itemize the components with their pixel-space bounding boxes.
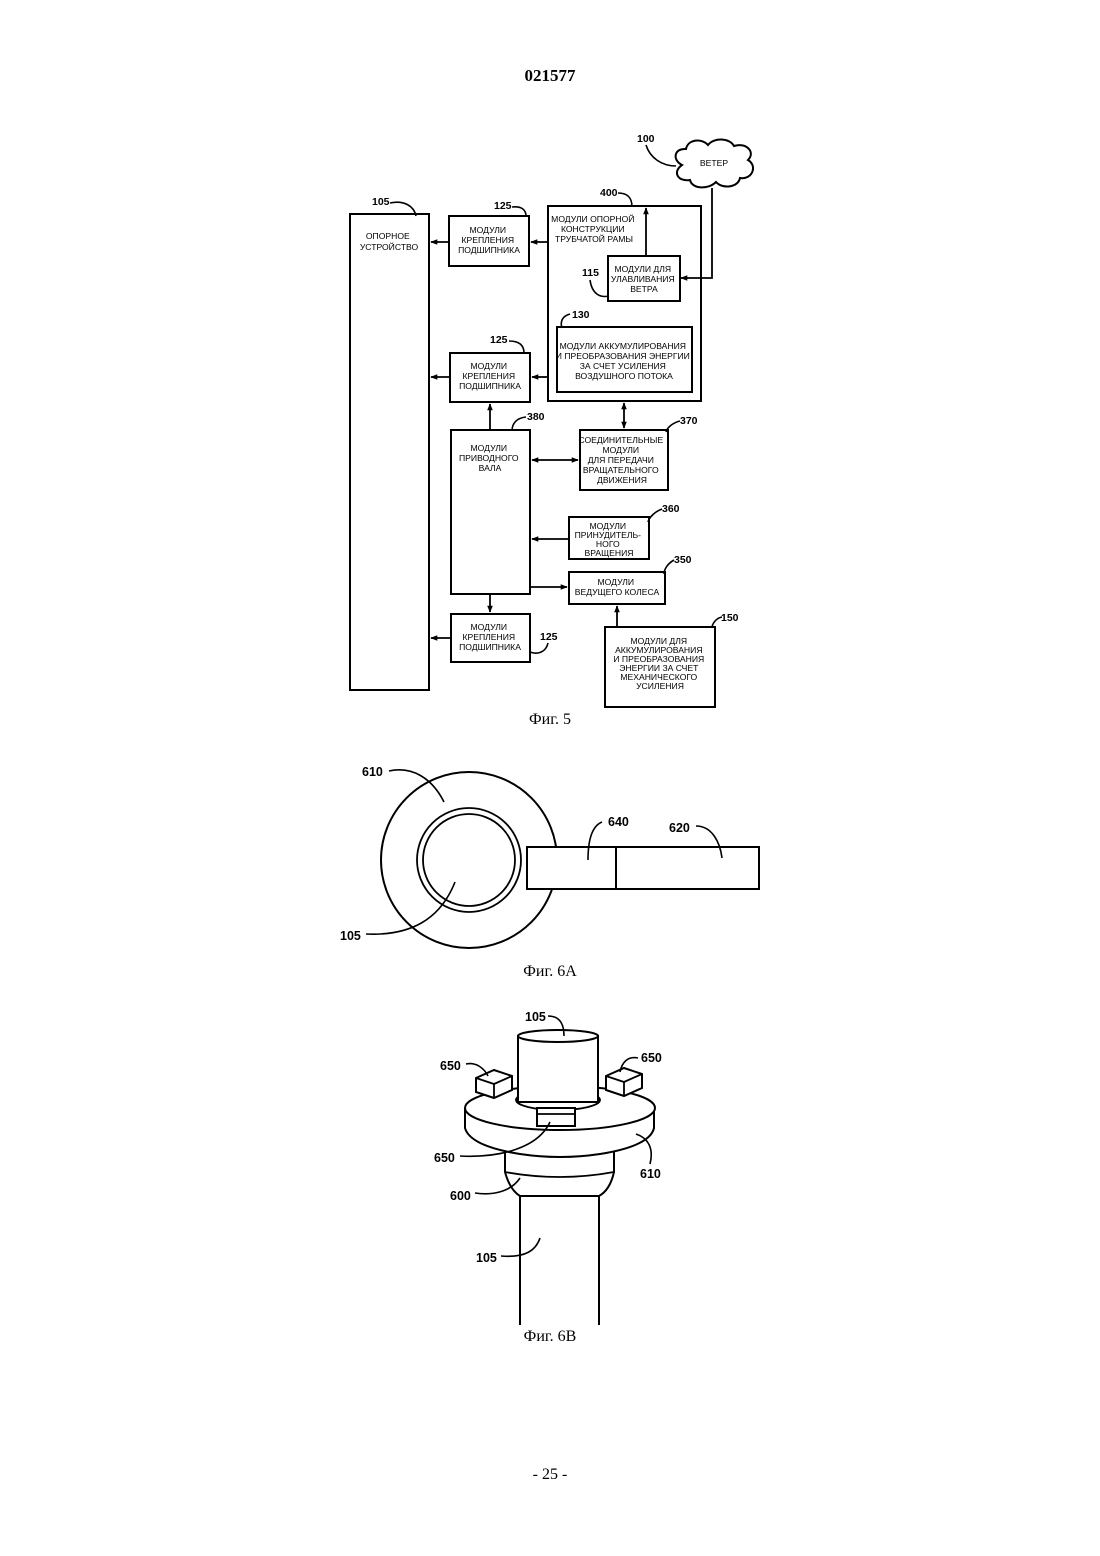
- ref-650-left: 650: [440, 1059, 461, 1073]
- shaft-105: [520, 1195, 599, 1325]
- support-device-block: [350, 214, 429, 690]
- ref-600: 600: [450, 1189, 471, 1203]
- ref-370: 370: [680, 415, 698, 427]
- ref-650-front: 650: [434, 1151, 455, 1165]
- ref-610-6a: 610: [362, 765, 383, 779]
- ref-125-bot: 125: [540, 631, 558, 643]
- fig6a-caption: Фиг. 6А: [0, 963, 1100, 981]
- ref-150: 150: [721, 612, 739, 624]
- ref-105: 105: [372, 196, 390, 208]
- ref-105-6b-top: 105: [525, 1010, 546, 1024]
- leader-100: [646, 145, 676, 166]
- ref-100: 100: [637, 133, 655, 145]
- ref-400: 400: [600, 187, 618, 199]
- leader-380: [512, 417, 526, 431]
- post-105-top: [518, 1036, 598, 1102]
- leader-360: [648, 509, 662, 522]
- ref-640: 640: [608, 815, 629, 829]
- fig5-caption: Фиг. 5: [0, 711, 1100, 729]
- fig6a-drawing: 610 640 620 105: [340, 765, 759, 948]
- ref-125-mid: 125: [490, 334, 508, 346]
- fig6b-drawing: 105 650 650 650 610 600 105: [434, 1010, 662, 1325]
- leader-125-top: [512, 207, 526, 216]
- box-620: [616, 847, 759, 889]
- leader-125-bot: [530, 643, 548, 653]
- ref-130: 130: [572, 309, 590, 321]
- block-650-front: [537, 1108, 575, 1126]
- ref-380: 380: [527, 411, 545, 423]
- ref-350: 350: [674, 554, 692, 566]
- post-top-cap: [518, 1030, 598, 1042]
- ref-105-6b-shaft: 105: [476, 1251, 497, 1265]
- ref-620: 620: [669, 821, 690, 835]
- leader-400: [618, 193, 632, 207]
- frame-label: МОДУЛИ ОПОРНОЙ КОНСТРУКЦИИ ТРУБЧАТОЙ РАМ…: [551, 213, 637, 244]
- fig6b-caption: Фиг. 6В: [0, 1328, 1100, 1346]
- ref-650-right: 650: [641, 1051, 662, 1065]
- block-640: [527, 847, 616, 889]
- leader-125-mid: [509, 341, 524, 353]
- ref-105-6a: 105: [340, 929, 361, 943]
- ref-125-top: 125: [494, 200, 512, 212]
- fig5-diagram: ВЕТЕР 100 ОПОРНОЕ УСТРОЙСТВО 105 МОДУЛИ …: [350, 133, 753, 707]
- ref-115: 115: [582, 267, 599, 279]
- page-number: - 25 -: [0, 1466, 1100, 1484]
- ref-610-6b: 610: [640, 1167, 661, 1181]
- wind-label: ВЕТЕР: [700, 158, 728, 168]
- ref-360: 360: [662, 503, 680, 515]
- support-label: ОПОРНОЕ УСТРОЙСТВО: [360, 231, 419, 252]
